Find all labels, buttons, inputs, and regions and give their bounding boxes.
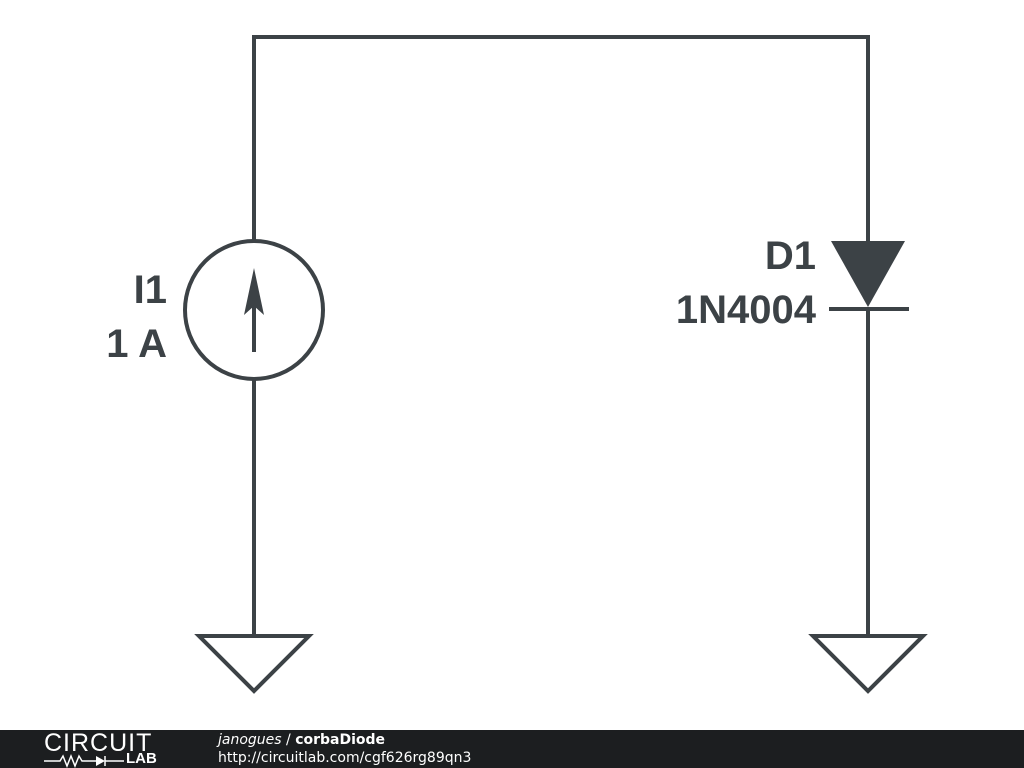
ground-left-icon: [194, 634, 314, 694]
circuit-title[interactable]: corbaDiode: [295, 732, 386, 748]
footer-bar: CIRCUIT LAB janogues / corbaDiode http:/…: [0, 730, 1024, 768]
i1-designator-label: I1: [134, 268, 167, 312]
diode-d1: [829, 241, 909, 311]
ground-right-icon: [808, 634, 928, 694]
author-name[interactable]: janogues: [218, 732, 282, 748]
logo-resistor-diode-icon: [44, 754, 124, 768]
d1-designator-label: D1: [765, 234, 816, 278]
logo-circuit-text: CIRCUIT: [44, 729, 153, 757]
circuit-url-link[interactable]: http://circuitlab.com/cgf626rg89qn3: [218, 750, 472, 766]
credit-separator: /: [281, 732, 296, 748]
current-source-arrow-icon: [244, 268, 264, 315]
footer-credit: janogues / corbaDiode: [218, 732, 385, 749]
diode-triangle-icon: [831, 241, 905, 307]
d1-part-label: 1N4004: [676, 288, 817, 332]
current-source-i1: [183, 239, 325, 381]
wire-top-loop: [252, 35, 870, 243]
schematic-canvas: I1 1 A D1 1N4004: [106, 35, 928, 694]
logo-lab-text: LAB: [126, 750, 157, 767]
i1-value-label: 1 A: [106, 322, 167, 366]
